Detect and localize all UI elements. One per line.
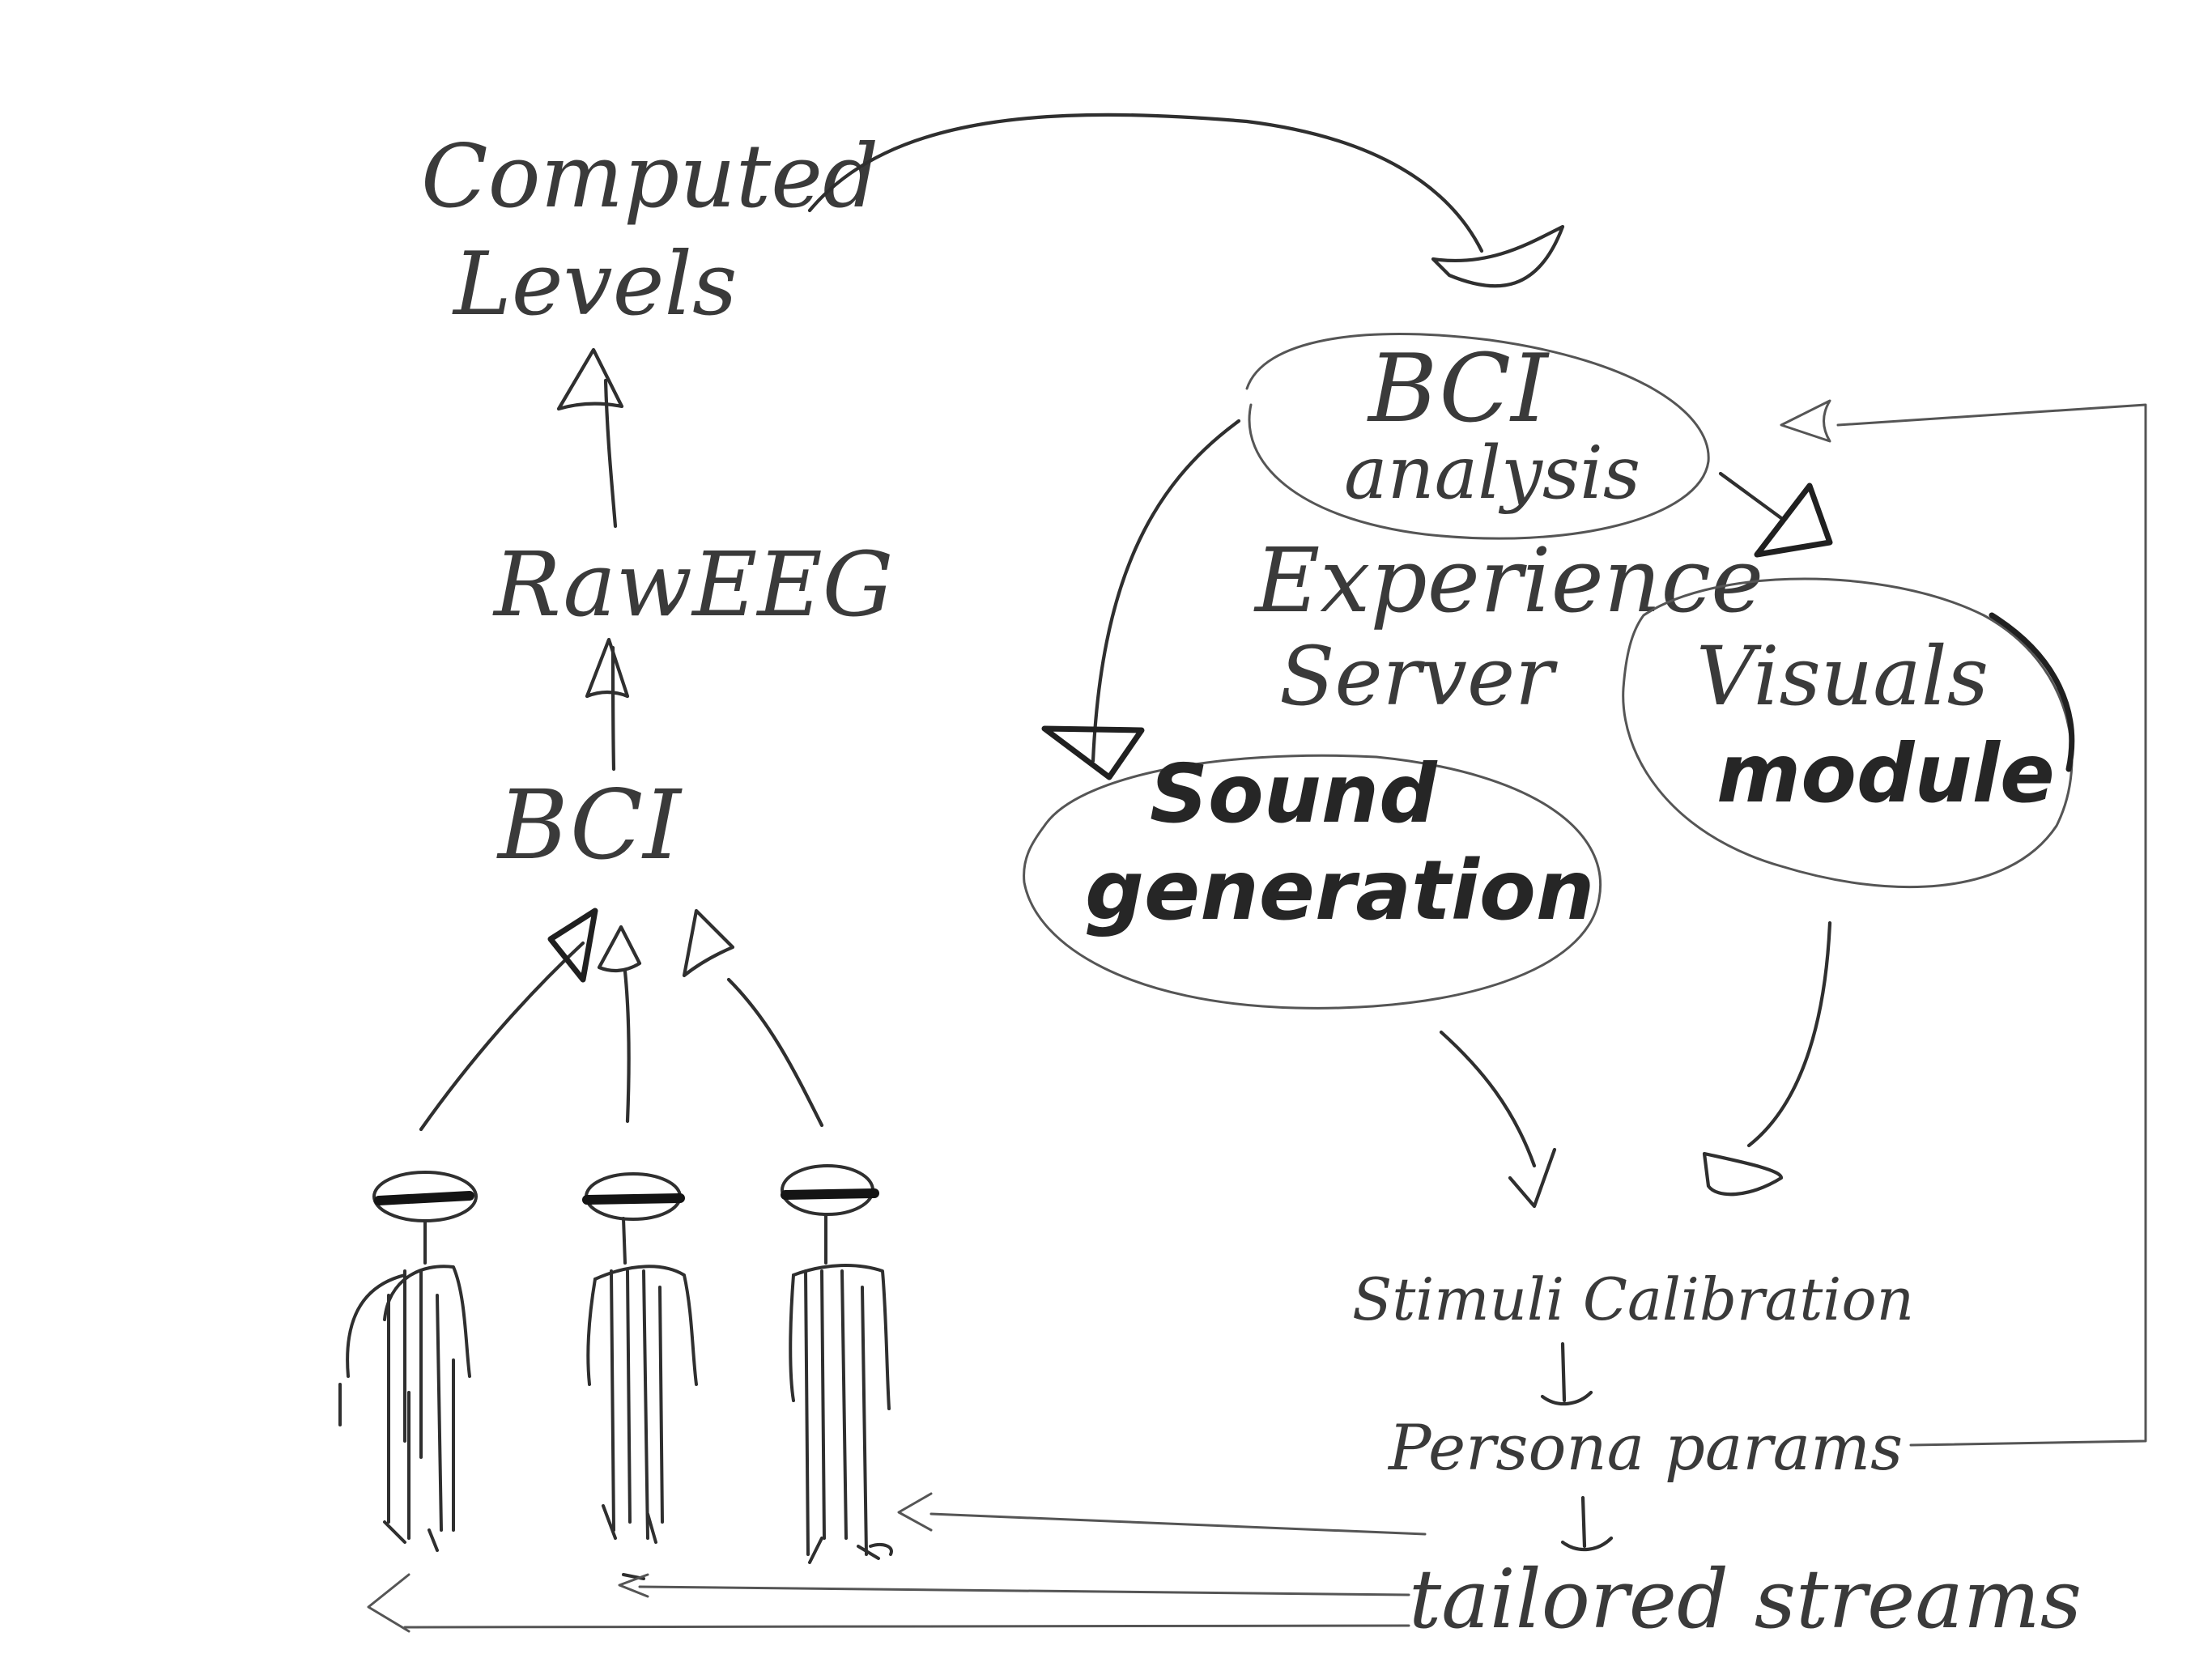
stimuli-calibration-label: Stimuli Calibration [1352,1265,1914,1333]
arrow-persona-params-to-bci-analysis [1780,399,2147,1447]
person-figure-2 [582,1172,698,1580]
raw-eeg-label: RawEEG [492,533,894,636]
arrow-tailored-streams-to-figure2 [618,1573,1410,1598]
arrow-tailored-streams-to-figure1 [367,1573,1410,1633]
arrow-figure3-to-bci [682,908,824,1128]
sound-generation-node: Sound generation [1023,746,1602,1010]
arrow-raw-eeg-to-computed-levels [556,347,624,529]
arrow-persona-to-tailored [1560,1495,1614,1552]
computed-levels-label-line2: Levels [452,234,738,335]
person-figure-3 [781,1164,893,1564]
bci-analysis-label-line2: analysis [1344,431,1640,516]
visuals-module-label-line1: Visuals [1696,629,1989,724]
sound-generation-label-line1: Sound [1150,746,1438,841]
arrow-computed-levels-to-bci-analysis [807,113,1565,288]
experience-server-label-line2: Server [1279,629,1558,724]
bci-analysis-label-line1: BCI [1367,334,1550,444]
arrow-tailored-streams-to-figure3 [897,1492,1427,1536]
visuals-module-label-line2: module [1716,726,2055,821]
arrow-stimuli-to-persona [1540,1341,1593,1406]
arrow-bci-analysis-to-visuals-module [1718,471,1833,558]
tailored-streams-label: tailored streams [1409,1552,2082,1647]
arrow-visuals-module-to-stimuli [1702,920,1832,1197]
person-figure-1 [338,1171,478,1552]
sound-generation-label-line2: generation [1085,843,1595,939]
persona-params-label: Persona params [1387,1412,1903,1485]
arrow-figure2-to-bci [597,925,642,1124]
arrow-bci-analysis-to-sound-generation [1041,419,1241,780]
visuals-module-node: Visuals module [1622,577,2075,889]
computed-levels-label-line1: Computed [421,126,878,227]
arrow-figure1-to-bci [419,908,598,1132]
arrow-sound-generation-to-stimuli [1439,1030,1557,1209]
experience-server-label-line1: Experience [1253,529,1763,632]
bci-analysis-node: BCI analysis [1245,333,1710,540]
arrow-bci-to-raw-eeg [585,637,630,772]
bci-device-label: BCI [496,769,683,881]
